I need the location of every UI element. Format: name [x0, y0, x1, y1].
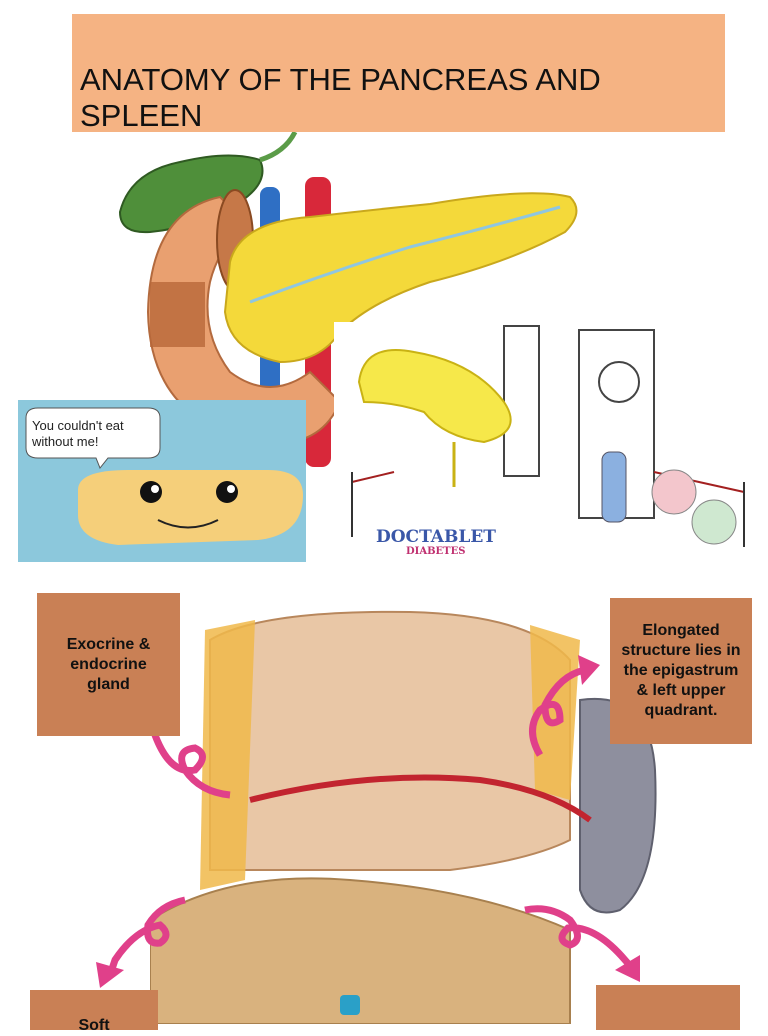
pancreas-illustration — [118, 132, 578, 477]
candy-1-shape — [651, 469, 697, 515]
page-title: ANATOMY OF THE PANCREAS AND SPLEEN — [80, 62, 601, 133]
pancreas-spleen-illustration — [150, 610, 657, 1024]
callout-location: Elongated structure lies in the epigastr… — [610, 598, 752, 744]
callout-location-text: Elongated structure lies in the epigastr… — [621, 622, 741, 719]
duodenum-shape — [146, 195, 342, 445]
door-window-shape — [598, 361, 640, 403]
cartoon-eye-right-shape — [216, 481, 238, 503]
speech-bubble-text: You couldn't eat without me! — [32, 418, 157, 450]
fat-left-shape — [200, 620, 255, 890]
speech-bubble-shape — [25, 407, 161, 469]
candy-2-shape — [691, 499, 737, 545]
arrow-location-icon — [529, 666, 586, 757]
cartoon-eye-left-shape — [140, 481, 162, 503]
speech-line-1: You couldn't eat — [32, 418, 124, 433]
duodenum-band-shape — [150, 282, 205, 347]
pancreatic-duct-shape — [249, 205, 561, 304]
stomach-shape — [209, 610, 571, 871]
candy-3-shape — [601, 451, 627, 523]
splenic-artery-shape — [249, 774, 592, 823]
bile-duct-shape — [259, 132, 298, 163]
cartoon-eye-right-shine — [227, 485, 235, 493]
gallbladder-shape — [118, 154, 264, 234]
pancreas-shape — [223, 192, 578, 364]
lower-pancreas-shape — [150, 877, 571, 1024]
arrow-soft-icon — [106, 896, 186, 977]
brand-sub: DIABETES — [406, 546, 466, 557]
comic-panel: DOCTABLET DIABETES — [334, 322, 768, 566]
cartoon-pancreas-shape — [78, 470, 303, 545]
callout-soft: Soft — [30, 990, 158, 1034]
cartoon-pancreas-illustration — [25, 407, 303, 545]
arrow-lower-right-head — [615, 955, 640, 982]
cartoon-eye-left-shine — [151, 485, 159, 493]
callout-exocrine: Exocrine & endocrine gland — [37, 593, 180, 736]
rope-left-shape — [351, 471, 395, 483]
callout-lower-right — [596, 985, 740, 1030]
brand-logo: DOCTABLET — [376, 527, 496, 547]
cartoon-panel: You couldn't eat without me! — [18, 400, 306, 562]
speech-line-2: without me! — [32, 434, 99, 449]
fat-right-shape — [530, 625, 580, 800]
title-banner: ANATOMY OF THE PANCREAS AND SPLEEN — [72, 14, 725, 133]
comic-pancreas-shape — [357, 349, 512, 444]
duct-shape — [340, 995, 360, 1015]
arrow-location-head — [578, 655, 600, 685]
arrow-exocrine-icon — [146, 709, 231, 799]
door-open-shape — [503, 325, 540, 477]
comic-illustration — [351, 325, 745, 547]
arrow-soft-head — [96, 962, 124, 988]
arrow-lower-right-icon — [524, 905, 635, 971]
callout-soft-text: Soft — [78, 1017, 110, 1034]
callout-exocrine-text: Exocrine & endocrine gland — [66, 635, 151, 693]
cartoon-smile-shape — [157, 519, 219, 529]
